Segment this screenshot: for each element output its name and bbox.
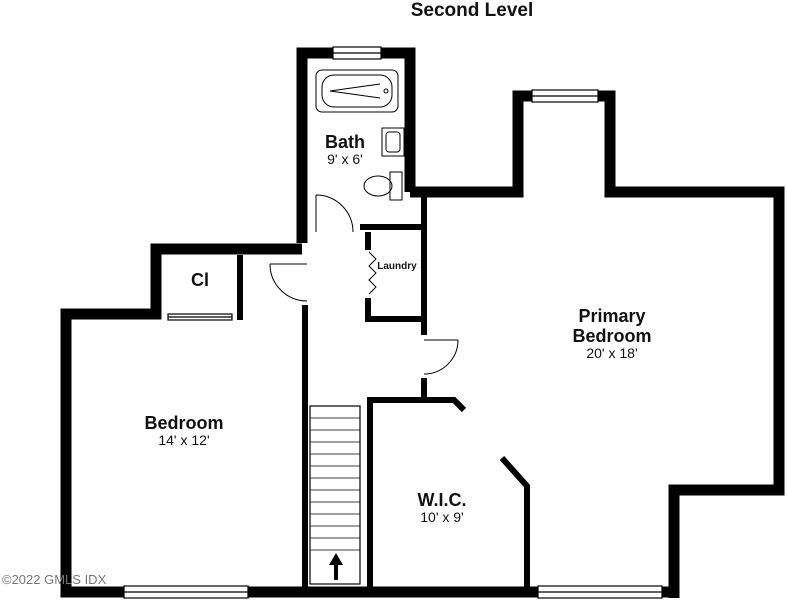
primary-outer-wall — [410, 90, 785, 598]
bathtub — [315, 69, 399, 113]
primary-dims: 20' x 18' — [586, 345, 637, 361]
toilet-tank — [389, 171, 403, 201]
primary-door-swing — [423, 339, 459, 375]
door-swings — [269, 194, 459, 375]
closet-label: Cl — [191, 270, 209, 290]
stairs — [309, 405, 361, 585]
bedroom-dims: 14' x 12' — [158, 432, 209, 448]
page-title: Second Level — [411, 0, 534, 21]
interior-walls — [237, 195, 530, 590]
bath-dims: 9' x 6' — [327, 151, 363, 167]
bedroom-outer-wall — [60, 243, 302, 598]
watermark: ©2022 GMLS IDX — [2, 572, 107, 587]
wic-wall — [367, 397, 467, 590]
toilet-bowl — [363, 175, 393, 197]
primary-label-line2: Bedroom — [572, 326, 651, 346]
bath-label: Bath — [325, 132, 365, 152]
wic-dims: 10' x 9' — [420, 509, 463, 525]
fixtures — [309, 69, 405, 585]
wic-angled-wall — [499, 456, 530, 590]
bedroom-label: Bedroom — [144, 413, 223, 433]
laundry-label: Laundry — [377, 261, 417, 272]
stair-treads — [310, 417, 360, 551]
stairs-up-arrow-icon — [329, 553, 343, 580]
primary-label-line1: Primary — [578, 306, 645, 326]
windows — [123, 46, 663, 599]
wic-label: W.I.C. — [418, 490, 467, 510]
bath-door-swing — [315, 194, 354, 233]
laundry-folding-door — [368, 251, 377, 295]
bedroom-door-swing — [269, 263, 308, 302]
bath-sink — [381, 127, 405, 157]
